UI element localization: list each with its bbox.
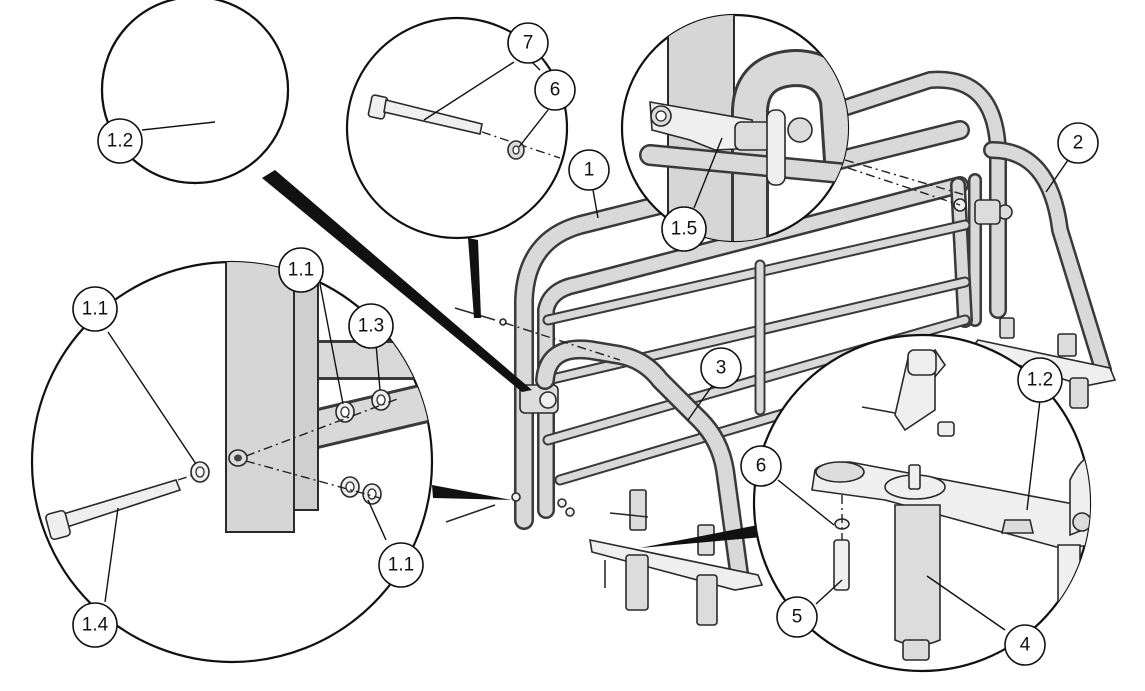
svg-text:1: 1: [584, 160, 595, 181]
callout-3: 3: [687, 347, 742, 421]
front-rail: [535, 339, 750, 590]
svg-text:2: 2: [1073, 133, 1084, 154]
callout-1-1-left: 1.1: [72, 286, 118, 332]
detail-connectors: [262, 159, 966, 548]
callout-1-5: 1.5: [661, 206, 707, 252]
svg-text:1.1: 1.1: [82, 299, 108, 320]
svg-text:6: 6: [550, 80, 561, 101]
detail-latch-pin: [620, 13, 850, 243]
callout-1-1-top: 1.1: [278, 247, 324, 293]
svg-text:1.5: 1.5: [671, 219, 697, 240]
callout-1-2-top: 1.2: [97, 118, 143, 164]
callout-2: 2: [1045, 122, 1099, 193]
callout-5: 5: [776, 596, 818, 638]
detail-hinge-bracket: [100, 0, 290, 185]
detail-hinge-pivot: [30, 260, 434, 664]
svg-text:5: 5: [792, 607, 803, 628]
svg-text:1.2: 1.2: [1027, 370, 1053, 391]
callout-1: 1: [568, 149, 610, 219]
svg-text:1.2: 1.2: [107, 131, 133, 152]
svg-text:1.1: 1.1: [388, 555, 414, 576]
callout-6-right: 6: [740, 445, 782, 487]
callout-1-3: 1.3: [348, 303, 394, 349]
detail-mount-plate: [752, 333, 1092, 673]
svg-text:1.4: 1.4: [82, 615, 109, 636]
svg-text:7: 7: [523, 33, 534, 54]
callout-1-1-bottom: 1.1: [378, 542, 424, 588]
svg-text:1.1: 1.1: [288, 260, 314, 281]
callout-1-2-right: 1.2: [1017, 357, 1063, 403]
svg-text:4: 4: [1020, 635, 1031, 656]
callout-4: 4: [1004, 624, 1046, 666]
callout-7: 7: [507, 22, 549, 64]
callout-6-top: 6: [534, 69, 576, 111]
svg-text:1.3: 1.3: [358, 316, 384, 337]
svg-text:3: 3: [716, 358, 727, 379]
callout-1-4: 1.4: [72, 602, 118, 648]
detail-bolt-washer: [345, 16, 569, 240]
svg-text:6: 6: [756, 456, 767, 477]
callouts: 1 2 3 7 6 1.5 1.2: [72, 22, 1099, 666]
